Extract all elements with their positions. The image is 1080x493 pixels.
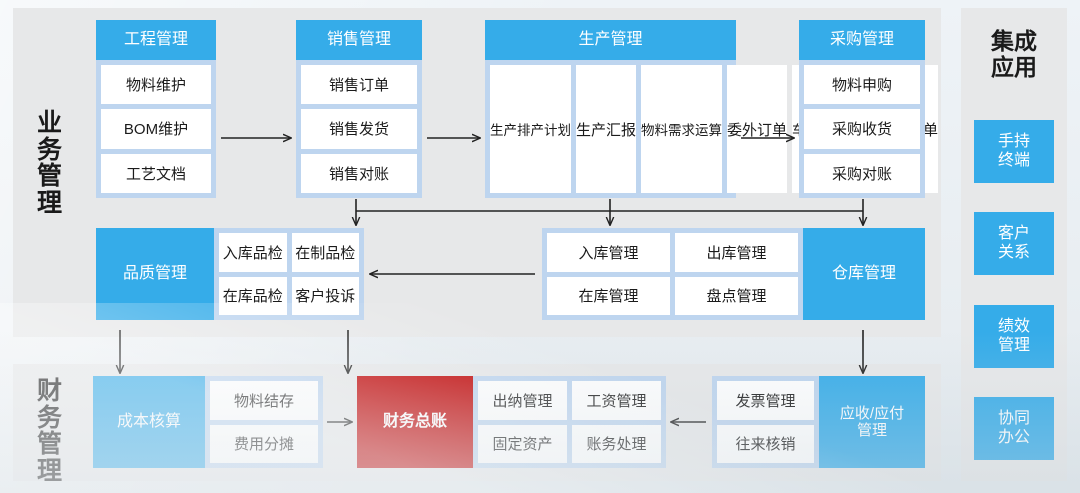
group-warehouse-title: 仓库管理 <box>803 228 925 320</box>
item-cashier-management[interactable]: 出纳管理 <box>478 381 567 420</box>
item-expense-allocation[interactable]: 费用分摊 <box>210 424 318 463</box>
item-sales-order[interactable]: 销售订单 <box>301 65 417 105</box>
item-outsourcing-order[interactable]: 委外订单 <box>727 65 788 193</box>
group-sales-title: 销售管理 <box>296 20 422 60</box>
item-purchase-reconciliation[interactable]: 采购对账 <box>804 153 920 193</box>
item-customer-complaint[interactable]: 客户投诉 <box>291 276 359 315</box>
group-quality-items: 入库品检 在制品检 在库品检 客户投诉 <box>214 228 364 320</box>
item-mrp-calculation[interactable]: 物料需求运算 <box>641 65 723 193</box>
item-inbound-management[interactable]: 入库管理 <box>547 233 670 272</box>
item-material-balance[interactable]: 物料结存 <box>210 381 318 420</box>
group-purchase-title: 采购管理 <box>799 20 925 60</box>
item-sales-reconciliation[interactable]: 销售对账 <box>301 153 417 193</box>
group-receivable-payable[interactable]: 发票管理 往来核销 应收/应付 管理 <box>712 376 925 468</box>
sidebar-item-handheld-terminal[interactable]: 手持 终端 <box>974 120 1054 183</box>
item-accounting-processing[interactable]: 账务处理 <box>572 424 661 463</box>
group-production-items: 生产排产计划 生产汇报 物料需求运算 委外订单 车间作业计划 受托订单 <box>485 60 939 198</box>
group-general-ledger[interactable]: 财务总账 出纳管理 工资管理 固定资产 账务处理 <box>357 376 666 468</box>
item-production-report[interactable]: 生产汇报 <box>576 65 637 193</box>
item-payroll-management[interactable]: 工资管理 <box>572 381 661 420</box>
finance-management-label: 财务 管理 <box>36 377 63 485</box>
group-warehouse-management[interactable]: 入库管理 出库管理 在库管理 盘点管理 仓库管理 <box>542 228 925 320</box>
group-quality-title: 品质管理 <box>96 228 214 320</box>
group-cost-accounting[interactable]: 成本核算 物料结存 费用分摊 <box>93 376 323 468</box>
item-stock-management[interactable]: 在库管理 <box>547 276 670 315</box>
group-sales-items: 销售订单 销售发货 销售对账 <box>296 60 422 198</box>
item-purchase-receipt[interactable]: 采购收货 <box>804 109 920 149</box>
business-management-label: 业务 管理 <box>36 109 63 217</box>
item-material-requisition[interactable]: 物料申购 <box>804 65 920 105</box>
item-stock-inspection[interactable]: 在库品检 <box>219 276 287 315</box>
group-sales-management[interactable]: 销售管理 销售订单 销售发货 销售对账 <box>296 20 422 198</box>
item-sales-delivery[interactable]: 销售发货 <box>301 109 417 149</box>
group-engineering-items: 物料维护 BOM维护 工艺文档 <box>96 60 216 198</box>
item-fixed-assets[interactable]: 固定资产 <box>478 424 567 463</box>
item-production-schedule-plan[interactable]: 生产排产计划 <box>490 65 571 193</box>
group-production-title: 生产管理 <box>485 20 736 60</box>
item-outbound-management[interactable]: 出库管理 <box>675 233 798 272</box>
group-purchase-management[interactable]: 采购管理 物料申购 采购收货 采购对账 <box>799 20 925 198</box>
item-material-maintenance[interactable]: 物料维护 <box>101 65 211 105</box>
item-bom-maintenance[interactable]: BOM维护 <box>101 109 211 149</box>
group-quality-management[interactable]: 品质管理 入库品检 在制品检 在库品检 客户投诉 <box>96 228 364 320</box>
group-warehouse-items: 入库管理 出库管理 在库管理 盘点管理 <box>542 228 803 320</box>
item-inbound-inspection[interactable]: 入库品检 <box>219 233 287 272</box>
group-purchase-items: 物料申购 采购收货 采购对账 <box>799 60 925 198</box>
sidebar-item-collaborative-office[interactable]: 协同 办公 <box>974 397 1054 460</box>
item-invoice-management[interactable]: 发票管理 <box>717 381 814 420</box>
sidebar-item-performance-management[interactable]: 绩效 管理 <box>974 305 1054 368</box>
group-general-ledger-items: 出纳管理 工资管理 固定资产 账务处理 <box>473 376 666 468</box>
item-inventory-count-management[interactable]: 盘点管理 <box>675 276 798 315</box>
group-cost-accounting-title: 成本核算 <box>93 376 205 468</box>
group-receivable-items: 发票管理 往来核销 <box>712 376 819 468</box>
integrated-applications-title: 集成 应用 <box>991 28 1037 81</box>
group-general-ledger-title: 财务总账 <box>357 376 473 468</box>
sidebar-item-customer-relations[interactable]: 客户 关系 <box>974 212 1054 275</box>
group-receivable-payable-title: 应收/应付 管理 <box>819 376 925 468</box>
group-production-management[interactable]: 生产管理 生产排产计划 生产汇报 物料需求运算 委外订单 车间作业计划 受托订单 <box>485 20 939 198</box>
item-process-document[interactable]: 工艺文档 <box>101 153 211 193</box>
item-wip-inspection[interactable]: 在制品检 <box>291 233 359 272</box>
group-cost-accounting-items: 物料结存 费用分摊 <box>205 376 323 468</box>
group-engineering-title: 工程管理 <box>96 20 216 60</box>
item-settlement-writeoff[interactable]: 往来核销 <box>717 424 814 463</box>
group-engineering-management[interactable]: 工程管理 物料维护 BOM维护 工艺文档 <box>96 20 216 198</box>
